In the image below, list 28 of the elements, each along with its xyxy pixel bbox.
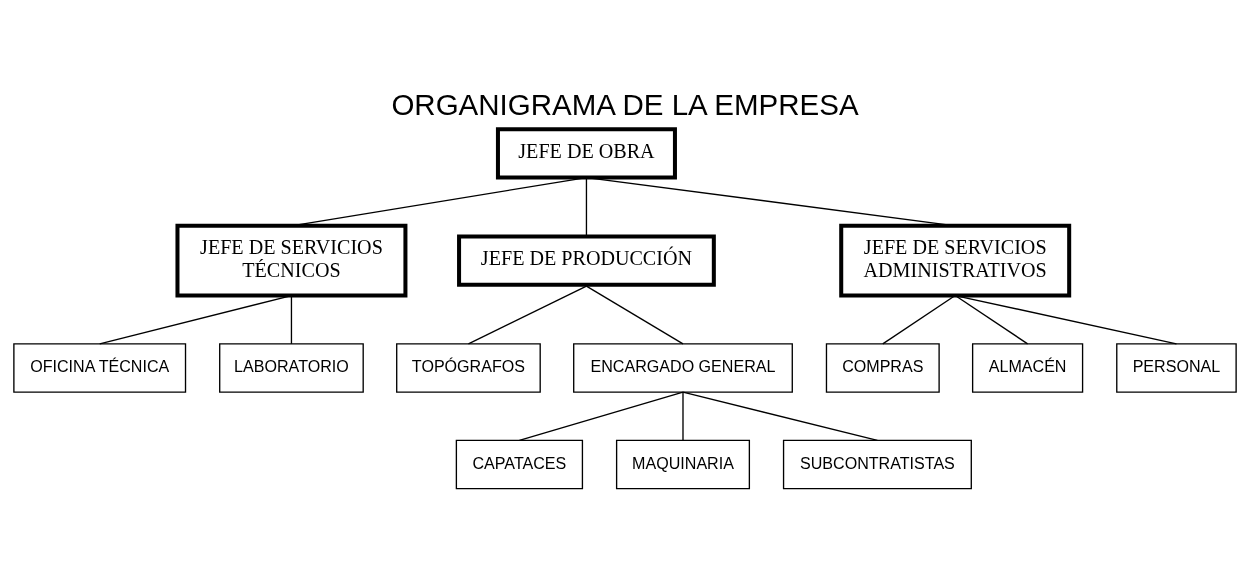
connector (585, 285, 684, 344)
connector (682, 390, 879, 441)
diagram-title: ORGANIGRAMA DE LA EMPRESA (391, 87, 859, 121)
connector (954, 294, 1029, 344)
connector (682, 390, 684, 441)
connector (585, 176, 956, 226)
node-box: OFICINA TÉCNICA (13, 342, 187, 393)
node-box: COMPRAS (825, 342, 940, 393)
node-box: PERSONAL (1116, 342, 1237, 393)
node-box: JEFE DE PRODUCCIÓN (457, 234, 716, 287)
connector (290, 294, 293, 344)
connector (290, 176, 588, 226)
node-box: ALMACÉN (971, 342, 1084, 393)
connector (882, 294, 956, 344)
connector (99, 294, 293, 344)
connector (954, 294, 1178, 344)
connector (518, 390, 684, 441)
node-box: JEFE DE OBRA (495, 126, 677, 180)
connector (467, 285, 588, 344)
connector (585, 176, 588, 236)
node-box: TOPÓGRAFOS (396, 342, 541, 393)
node-box: ENCARGADO GENERAL (573, 342, 793, 393)
node-box: LABORATORIO (219, 342, 364, 393)
node-box: JEFE DE SERVICIOS ADMINISTRATIVOS (839, 223, 1072, 298)
node-box: SUBCONTRATISTAS (782, 439, 972, 489)
node-box: JEFE DE SERVICIOS TÉCNICOS (175, 223, 408, 298)
node-box: CAPATACES (455, 439, 584, 489)
node-box: MAQUINARIA (615, 439, 751, 489)
